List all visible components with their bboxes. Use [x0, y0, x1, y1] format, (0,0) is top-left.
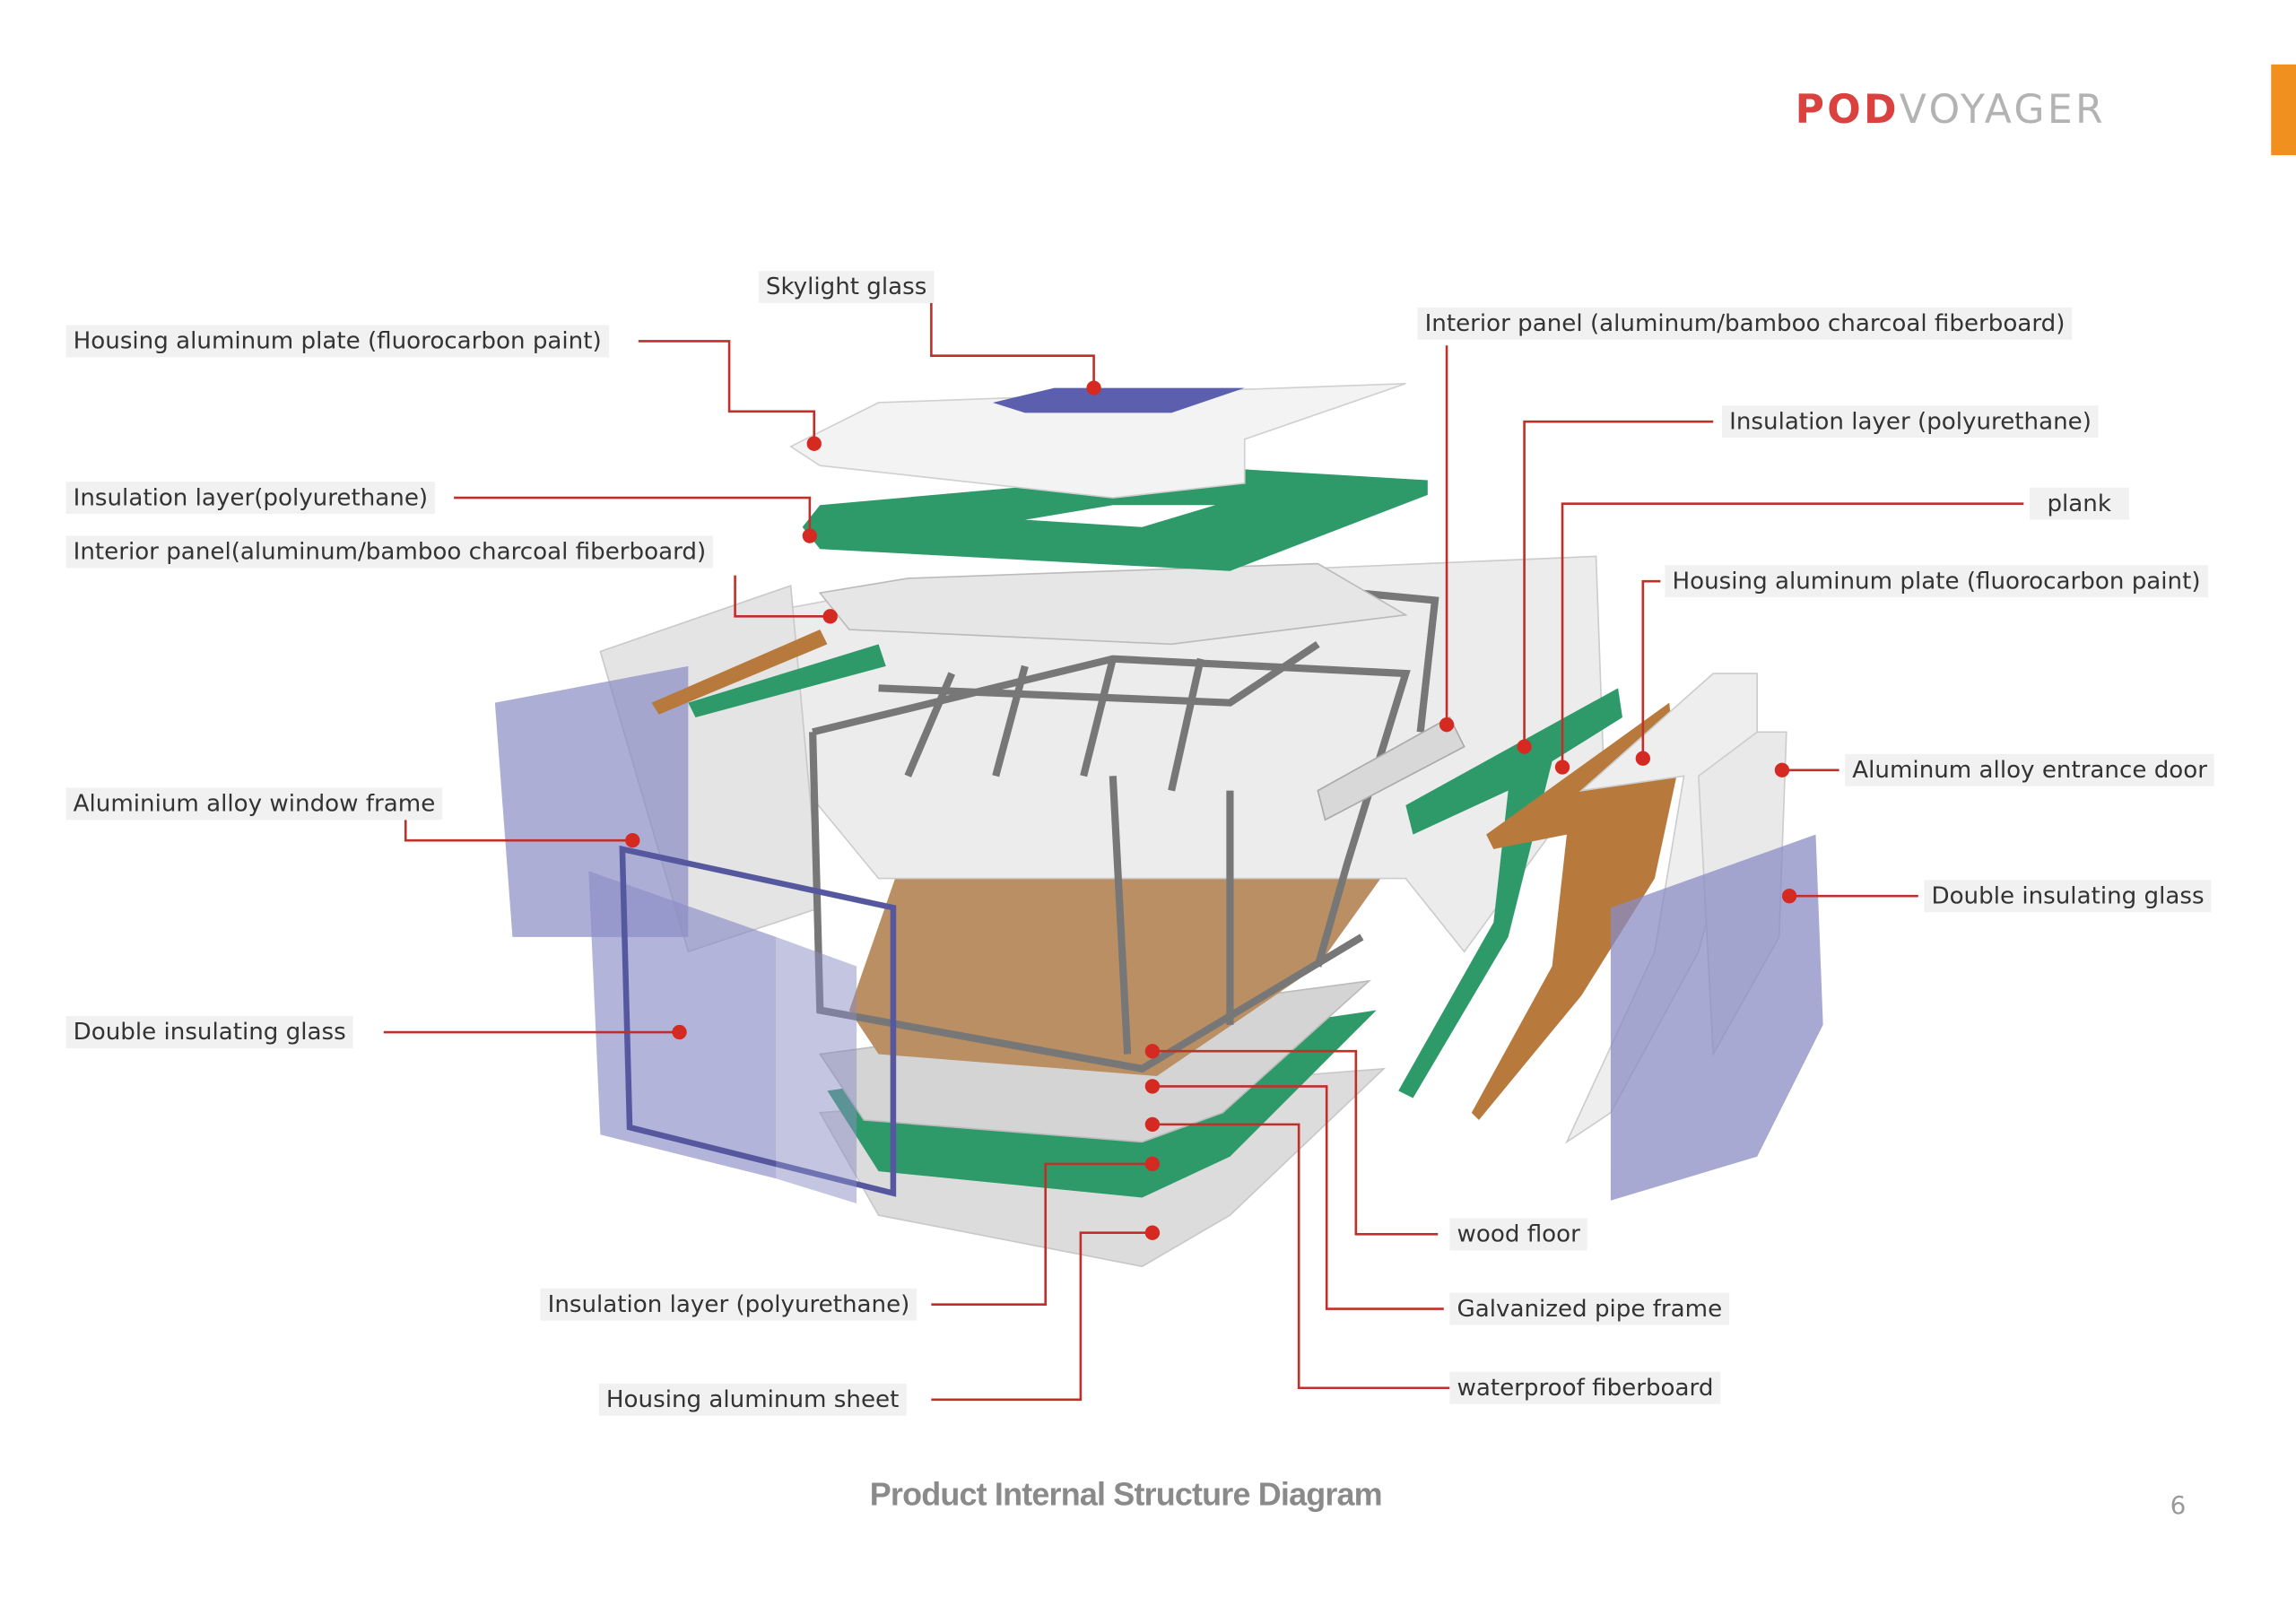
label-insulation-top: Insulation layer(polyurethane)	[65, 482, 436, 515]
label-glass-left: Double insulating glass	[65, 1016, 353, 1048]
label-plank: plank	[2029, 487, 2129, 520]
left-glass-panel	[494, 665, 689, 937]
label-waterproof: waterproof fiberboard	[1449, 1371, 1721, 1404]
label-skylight-glass: Skylight glass	[758, 271, 935, 303]
label-housing-sheet: Housing aluminum sheet	[598, 1383, 907, 1416]
label-housing-right: Housing aluminum plate (fluorocarbon pai…	[1665, 565, 2208, 598]
right-insulation-shape	[1398, 688, 1622, 1099]
diagram-title: Product Internal Structure Diagram	[869, 1475, 1383, 1513]
label-insulation-right: Insulation layer (polyurethane)	[1721, 405, 2100, 439]
label-pipe-frame: Galvanized pipe frame	[1449, 1292, 1730, 1325]
right-interior-panel-shape	[1317, 716, 1465, 821]
skylight-glass-shape	[992, 387, 1245, 413]
label-wood-floor: wood floor	[1449, 1218, 1588, 1251]
left-double-glass	[588, 871, 777, 1179]
label-door: Aluminum alloy entrance door	[1845, 753, 2215, 786]
label-interior-right: Interior panel (aluminum/bamboo charcoal…	[1417, 307, 2073, 340]
label-housing-top: Housing aluminum plate (fluorocarbon pai…	[65, 325, 609, 358]
window-frame-shape	[619, 845, 897, 1197]
label-glass-right: Double insulating glass	[1924, 880, 2212, 913]
label-window-frame: Aluminium alloy window frame	[65, 787, 443, 821]
orange-tab-marker	[2271, 64, 2296, 156]
right-double-glass	[1610, 834, 1823, 1201]
plank-shape	[1471, 702, 1677, 1120]
logo-pod: POD	[1795, 87, 1900, 134]
label-insulation-bottom: Insulation layer (polyurethane)	[540, 1288, 918, 1321]
podvoyager-logo: PODVOYAGER	[1796, 88, 2106, 134]
logo-voyager: VOYAGER	[1899, 87, 2106, 134]
label-interior-top: Interior panel(aluminum/bamboo charcoal …	[65, 535, 714, 569]
roof-housing-shape	[788, 382, 1406, 499]
page-number: 6	[2170, 1491, 2187, 1522]
interior-panel-top-shape	[818, 562, 1408, 646]
